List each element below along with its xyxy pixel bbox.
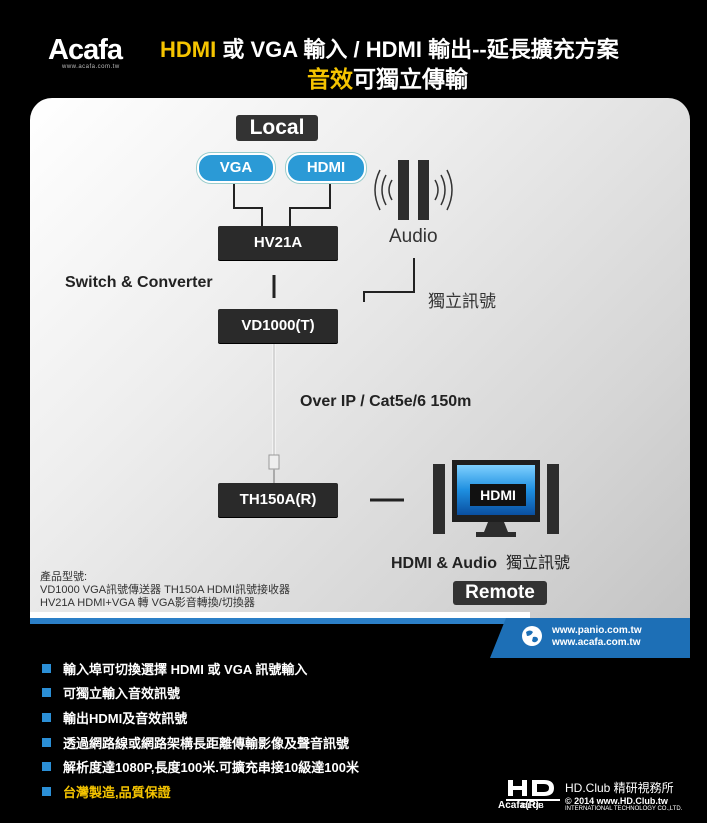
logo-url: www.acafa.com.tw [62,64,120,70]
feature-list: 輸入埠可切換選擇 HDMI 或 VGA 訊號輸入 可獨立輸入音效訊號 輸出HDM… [42,656,359,804]
title-line-2-rest: 可獨立傳輸 [353,66,468,92]
svg-text:CLUB: CLUB [521,803,544,808]
hdmi-audio-label: HDMI & Audio 獨立訊號 [391,549,570,573]
title-line-1: HDMI 或 VGA 輸入 / HDMI 輸出--延長擴充方案 [160,32,619,64]
feature-item: 輸出HDMI及音效訊號 [42,705,359,730]
models-line-1: VD1000 VGA訊號傳送器 TH150A HDMI訊號接收器 [40,584,291,596]
remote-label: Remote [453,581,547,605]
models-heading: 產品型號: [40,571,88,583]
hdmi-audio-text: HDMI & Audio [391,555,498,572]
title-line-1-rest: 或 VGA 輸入 / HDMI 輸出--延長擴充方案 [216,37,619,62]
bullet-square-icon [42,737,51,747]
url-panio[interactable]: www.panio.com.tw [552,625,642,636]
independent-signal-label: 獨立訊號 [428,292,496,311]
th150a-box: TH150A(R) [218,483,338,517]
blue-stripe [30,618,690,624]
panel-bottom-stripe [30,612,530,618]
acafa-registered: Acafa(R) [498,800,540,811]
bullet-square-icon [42,712,51,722]
bullet-square-icon [42,786,51,796]
club-name: HD.Club 精研視務所 [565,781,674,795]
over-ip-label: Over IP / Cat5e/6 150m [300,393,472,410]
diagram-panel [30,98,690,618]
hv21a-box: HV21A [218,226,338,260]
switch-converter-label: Switch & Converter [65,274,213,291]
audio-label: Audio [389,226,438,247]
models-line-2: HV21A HDMI+VGA 轉 VGA影音轉換/切換器 [40,597,255,609]
url-acafa[interactable]: www.acafa.com.tw [552,637,641,648]
website-urls: www.panio.com.tw www.acafa.com.tw [552,625,642,649]
company-name: INTERNATIONAL TECHNOLOGY CO.,LTD. [565,806,683,812]
feature-item: 可獨立輸入音效訊號 [42,681,359,706]
feature-item: 透過網路線或網路架構長距離傳輸影像及聲音訊號 [42,730,359,755]
globe-icon [522,626,542,646]
product-models: 產品型號: VD1000 VGA訊號傳送器 TH150A HDMI訊號接收器 H… [40,571,290,610]
bullet-square-icon [42,663,51,673]
monitor-hdmi-label: HDMI [470,484,526,506]
hdmi-audio-suffix: 獨立訊號 [505,555,570,572]
monitor-icon [433,460,559,537]
feature-item: 台灣製造,品質保證 [42,779,359,804]
speaker-icon [374,160,453,220]
copyright: © 2014 www.HD.Club.tw [565,796,668,806]
feature-item: 解析度達1080P,長度100米.可擴充串接10級達100米 [42,754,359,779]
hdmi-input-pill: HDMI [286,153,366,183]
bullet-square-icon [42,762,51,772]
title-hdmi: HDMI [160,37,217,62]
title-audio: 音效 [307,66,353,92]
vd1000-box: VD1000(T) [218,309,338,343]
acafa-logo: Acafa [48,34,123,66]
feature-item: 輸入埠可切換選擇 HDMI 或 VGA 訊號輸入 [42,656,359,681]
vga-input-pill: VGA [197,153,275,183]
bullet-square-icon [42,688,51,698]
hd-club-logo-icon: CLUB [506,780,560,808]
title-line-2: 音效可獨立傳輸 [307,60,468,94]
local-label: Local [236,115,318,141]
